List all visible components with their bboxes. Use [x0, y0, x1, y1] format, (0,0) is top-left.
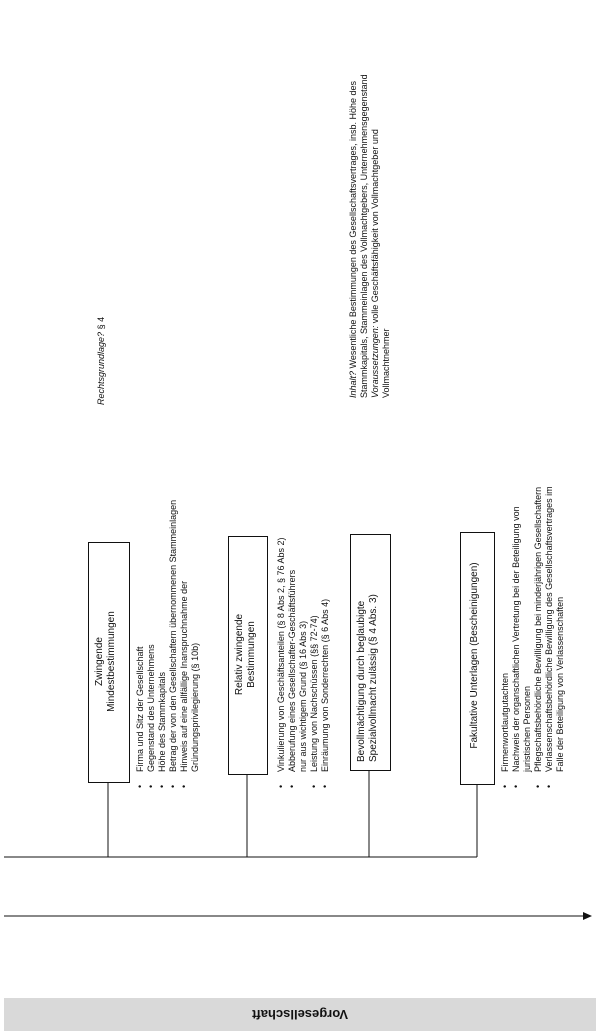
list-item: Höhe des Stammkapitals [157, 500, 168, 790]
voraussetzungen-line3: volle Geschäftsfähigkeit von Vollmachtge… [370, 129, 380, 326]
box-fakultative-line1: Fakultative Unterlagen (Bescheinigungen) [469, 562, 480, 749]
box-zwingende-line2: Mindestbestimmungen [106, 611, 117, 712]
list-item: Einräumung von Sonderrechten (§ 6 Abs 4) [320, 538, 331, 790]
box-fakultative [460, 532, 495, 785]
list-item: Hinweis auf eine allfällige Inanspruchna… [179, 500, 190, 790]
list-item: Verlassenschaftsbehördliche Bewilligung … [544, 486, 555, 790]
box-zwingende-line1: Zwingende [94, 637, 105, 686]
box-fakultative-label: Fakultative Unterlagen (Bescheinigungen) [469, 533, 481, 778]
box-bevollmaechtigung-line1: Bevollmächtigung durch beglaubigte [356, 600, 367, 762]
list-item-continuation: juristischen Personen [522, 685, 532, 772]
list-item: Gegenstand des Unternehmens [146, 500, 157, 790]
list-item: Vinkulierung von Geschäftsanteilen (§ 8 … [276, 538, 287, 790]
list-item: Pflegschaftsbehördliche Bewilligung bei … [533, 486, 544, 790]
box-zwingende-label: Zwingende Mindestbestimmungen [94, 545, 118, 778]
list-item-continuation: nur aus wichtigem Grund (§ 16 Abs 3) [298, 620, 308, 772]
rechtsgrundlage-label: Rechtsgrundlage? [96, 331, 106, 405]
list-item: Nachweis der organschaftlichen Vertretun… [511, 486, 522, 790]
note-inhalt: Inhalt? Wesentliche Bestimmungen des Ges… [348, 74, 392, 398]
list-zwingende: Firma und Sitz der Gesellschaft Gegensta… [135, 500, 201, 790]
list-relativ: Vinkulierung von Geschäftsanteilen (§ 8 … [276, 538, 331, 790]
list-item: Firmenwortlautgutachten [500, 486, 511, 790]
list-item-continuation: Gründungsprivilegierung (§ 10b) [190, 642, 200, 772]
inhalt-line2: Stammkapitals, Stammeinlagen des Vollmac… [359, 74, 369, 398]
list-fakultative: Firmenwortlautgutachten Nachweis der org… [500, 486, 566, 790]
inhalt-line1: Wesentliche Bestimmungen des Gesellschaf… [348, 80, 358, 371]
list-item: Firma und Sitz der Gesellschaft [135, 500, 146, 790]
box-relativ [228, 536, 268, 775]
list-item: Leistung von Nachschüssen (§§ 72-74) [309, 538, 320, 790]
rechtsgrundlage-value: § 4 [96, 316, 106, 332]
list-item: Abberufung eines Gesellschafter-Geschäft… [287, 538, 298, 790]
voraussetzungen-label: Voraussetzungen: [370, 325, 380, 398]
box-relativ-label: Relativ zwingende Bestimmungen [234, 539, 258, 770]
footer-band: Vorgesellschaft [4, 998, 596, 1031]
box-bevollmaechtigung-line2: Spezialvollmacht zulässig (§ 4 Abs. 3) [368, 594, 379, 762]
box-bevollmaechtigung [350, 534, 391, 771]
inhalt-label: Inhalt? [348, 370, 358, 398]
box-relativ-line1: Relativ zwingende [234, 613, 245, 696]
list-item: Betrag der von den Gesellschaftern übern… [168, 500, 179, 790]
box-relativ-line2: Bestimmungen [246, 621, 257, 688]
box-bevollmaechtigung-label: Bevollmächtigung durch beglaubigte Spezi… [356, 533, 380, 766]
inhalt-line4: Vollmachtnehmer [381, 328, 391, 398]
list-item-continuation: Falle der Beteiligung von Verlassenschaf… [555, 596, 565, 772]
note-rechtsgrundlage: Rechtsgrundlage? § 4 [96, 317, 107, 405]
box-zwingende [88, 542, 130, 783]
footer-title: Vorgesellschaft [252, 1007, 348, 1022]
